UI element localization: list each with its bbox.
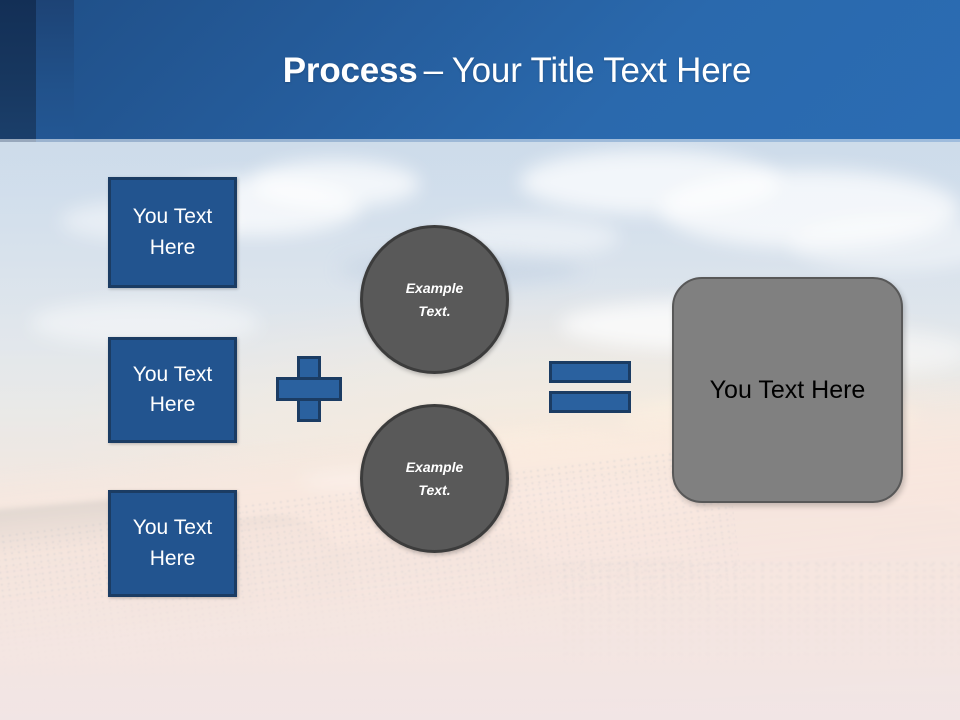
- title-bar-accent-mid: [36, 0, 74, 142]
- result-box-label: You Text Here: [709, 375, 866, 404]
- input-box-1[interactable]: You Text Here: [108, 177, 237, 288]
- process-circle-2-line2: Text.: [418, 481, 451, 498]
- cloud-shape: [790, 215, 960, 271]
- title-bar-accent-dark: [0, 0, 36, 142]
- input-box-2[interactable]: You Text Here: [108, 337, 237, 443]
- cloud-shape: [660, 170, 960, 248]
- sand-foreground-lower: [0, 600, 960, 720]
- title-bar: Process – Your Title Text Here: [0, 0, 960, 142]
- equals-top-bar: [549, 361, 631, 383]
- title-bar-divider: [0, 139, 960, 142]
- plus-operator-icon: [276, 356, 342, 422]
- distant-town-texture: [560, 560, 960, 670]
- page-title-rest: – Your Title Text Here: [423, 51, 752, 90]
- cloud-shape: [250, 160, 420, 208]
- equals-bottom-bar: [549, 391, 631, 413]
- process-circle-1-line2: Text.: [418, 302, 451, 319]
- process-circle-1[interactable]: Example Text.: [360, 225, 509, 374]
- process-circle-2-line1: Example: [405, 459, 464, 476]
- input-box-3-label: You Text Here: [132, 516, 213, 570]
- input-box-2-label: You Text Here: [132, 362, 213, 416]
- page-title: Process – Your Title Text Here: [74, 0, 960, 142]
- page-title-strong: Process: [282, 51, 418, 90]
- result-box[interactable]: You Text Here: [672, 277, 903, 503]
- process-circle-1-line1: Example: [405, 280, 464, 297]
- process-circle-2[interactable]: Example Text.: [360, 404, 509, 553]
- equals-operator-icon: [549, 361, 631, 413]
- input-box-1-label: You Text Here: [132, 205, 213, 259]
- plus-center-fill: [300, 380, 318, 398]
- input-box-3[interactable]: You Text Here: [108, 490, 237, 597]
